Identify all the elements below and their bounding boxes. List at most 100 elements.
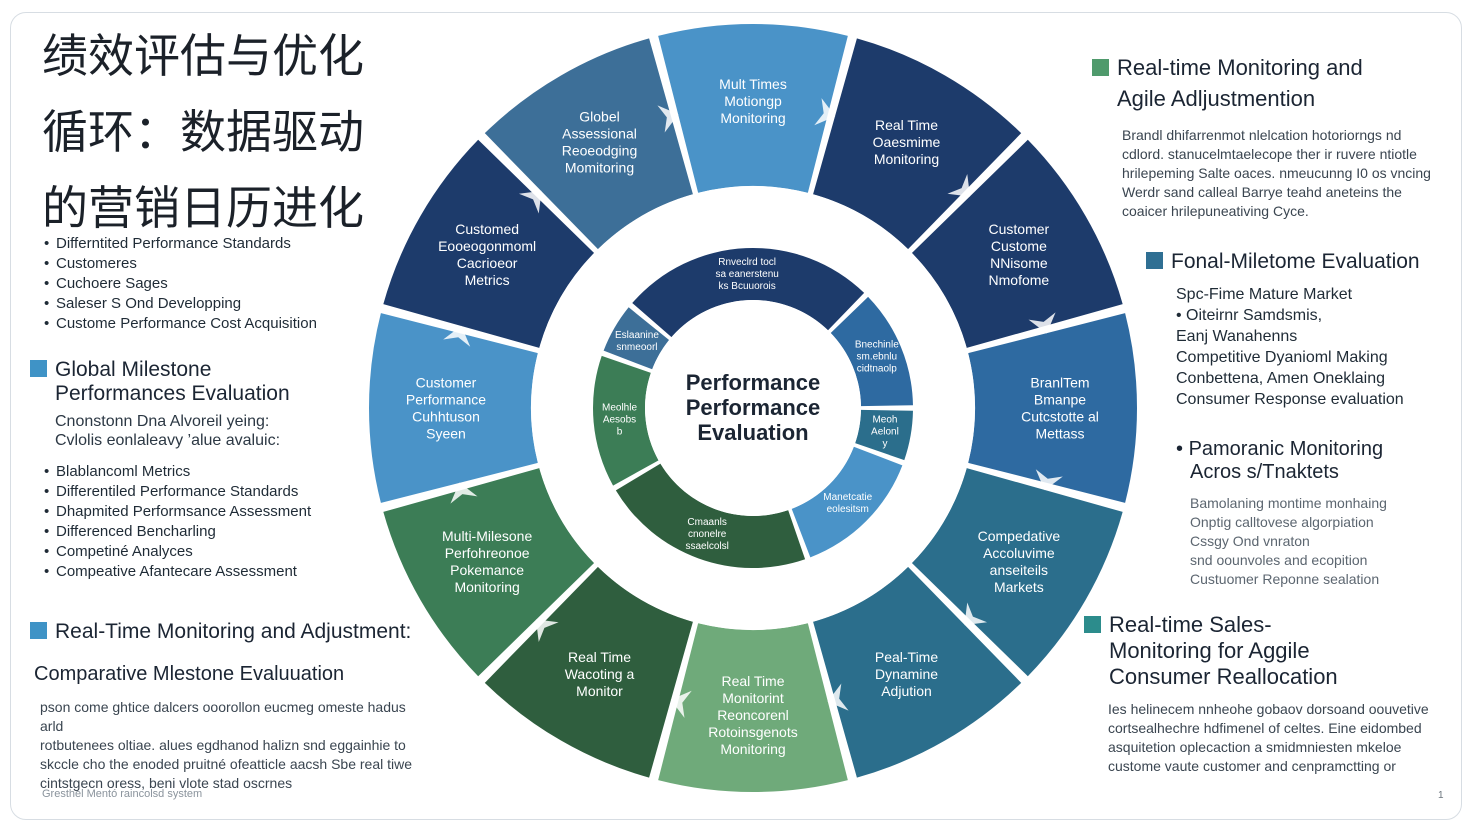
bullet-item: Competiné Analyces xyxy=(44,542,370,562)
inner-segment-label: cnonelre xyxy=(688,529,727,540)
inner-segment-label: snmeoorl xyxy=(616,342,657,353)
outer-segment-label: anseiteils xyxy=(990,562,1048,578)
right-top-paragraph-line: Werdr sand calleal Barrye teahd aneteins… xyxy=(1122,184,1402,200)
right-bottom-heading-line-2: Monitoring for Aggile xyxy=(1109,638,1310,663)
left-bottom-block: Real-Time Monitoring and Adjustment: Com… xyxy=(30,620,430,793)
list-item: Conbettena, Amen Oneklaing xyxy=(1176,370,1386,387)
outer-segment-label: Real Time xyxy=(568,649,631,665)
inner-segment-label: Meolhle xyxy=(602,403,637,414)
arrow-icon xyxy=(947,173,971,197)
outer-segment-label: Markets xyxy=(994,579,1044,595)
outer-segment xyxy=(484,566,693,778)
arrow-icon xyxy=(535,619,559,643)
left-bottom-heading: Real-Time Monitoring and Adjustment: xyxy=(30,620,430,644)
inner-segment xyxy=(632,247,865,338)
left-mid-heading-line-1: Global Milestone xyxy=(55,358,212,381)
left-bottom-paragraph-line: pson come ghtice dalcers ooorollon eucme… xyxy=(40,699,406,734)
inner-segment-label: sm.ebnlu xyxy=(857,352,898,363)
inner-segment xyxy=(830,296,913,407)
bullet-item: Custome Performance Cost Acquisition xyxy=(44,314,374,334)
outer-segment-label: Monitor xyxy=(576,683,623,699)
bullet-item: Cuchoere Sages xyxy=(44,274,374,294)
inner-segment-label: Bnechinle xyxy=(855,340,899,351)
outer-segment xyxy=(383,139,595,348)
square-marker-icon xyxy=(30,360,47,377)
outer-segment xyxy=(911,139,1123,348)
outer-segment-label: Customed xyxy=(455,221,519,237)
inner-segment-label: y xyxy=(882,438,887,449)
right-mid-items: Spc-Fime Mature Market• Oiteirnr Samdsmi… xyxy=(1146,284,1456,410)
square-marker-icon xyxy=(30,622,47,639)
square-marker-icon xyxy=(1092,59,1109,76)
arrow-icon xyxy=(1035,469,1063,491)
bullet-item: Dhapmited Performsance Assessment xyxy=(44,502,370,522)
inner-segment xyxy=(593,355,659,486)
outer-segment-label: Real Time xyxy=(875,117,938,133)
outer-segment xyxy=(911,468,1123,677)
outer-segment-label: Adjution xyxy=(881,683,932,699)
inner-segment-label: ssaelcolsl xyxy=(685,541,728,552)
left-mid-subtitle-line-2: Cvlolis eonlaleavy ’alue avaluic: xyxy=(55,432,281,449)
outer-segment-label: Assessional xyxy=(562,126,637,142)
list-item: Bamolaning montime monhaing xyxy=(1190,495,1387,511)
list-item: Custuomer Reponne sealation xyxy=(1190,571,1380,587)
outer-segment-label: Performance xyxy=(406,392,486,408)
outer-segment-label: Peal-Time xyxy=(875,649,938,665)
square-marker-icon xyxy=(1146,252,1163,269)
outer-segment-label: Monitoring xyxy=(454,579,519,595)
left-mid-subtitle-line-1: Cnonstonn Dna Alvoreil yeing: xyxy=(55,413,270,430)
footnote: Gresthel Mentó raincolsd system xyxy=(42,788,203,800)
inner-segment-label: Meoh xyxy=(872,414,897,425)
outer-segment-label: Syeen xyxy=(426,426,466,442)
left-bottom-paragraph-line: skccle cho the enoded pruitné ofeatticle… xyxy=(40,756,413,772)
right-top-heading-line-1: Real-time Monitoring and xyxy=(1117,55,1363,80)
bullet-item: Blablancoml Metrics xyxy=(44,462,370,482)
outer-segment-label: Custome xyxy=(991,238,1047,254)
title-line-1: 绩效评估与优化 xyxy=(42,29,364,83)
arrow-icon xyxy=(1028,312,1056,334)
inner-segment-label: ks Bcuuorois xyxy=(719,281,776,292)
center-label-line-3: Evaluation xyxy=(697,420,808,445)
arrow-icon xyxy=(518,190,542,214)
right-pan-heading-line-2: Acros s/Tnaktets xyxy=(1190,461,1339,483)
page-title: 绩效评估与优化 循环：数据驱动 的营销日历进化 xyxy=(42,18,442,246)
left-mid-bullets: Blablancoml MetricsDifferentiled Perform… xyxy=(30,462,370,582)
center-circle xyxy=(645,300,861,516)
outer-segment xyxy=(813,38,1022,250)
list-item: Onptig calltovese algorpiation xyxy=(1190,514,1374,530)
outer-segment-label: Rotoinsgenots xyxy=(708,724,798,740)
outer-segment-label: Mettass xyxy=(1035,426,1084,442)
outer-segment-label: Motiongp xyxy=(724,93,782,109)
left-mid-subtitle: Cnonstonn Dna Alvoreil yeing: Cvlolis eo… xyxy=(30,412,370,450)
right-top-paragraph-line: coaicer hrilepuneativing Cyce. xyxy=(1122,203,1309,219)
outer-segment xyxy=(813,566,1022,778)
list-item: Cssgy Ond vnraton xyxy=(1190,533,1310,549)
right-top-paragraph: Brandl dhifarrenmot nlelcation hotoriorn… xyxy=(1092,126,1452,221)
right-bottom-heading-line-3: Consumer Reallocation xyxy=(1109,664,1338,689)
right-mid-block: Fonal-Miletome Evaluation Spc-Fime Matur… xyxy=(1146,250,1456,410)
arrow-icon xyxy=(450,482,478,504)
bullet-item: Differenced Bencharling xyxy=(44,522,370,542)
outer-segment-label: Monitoring xyxy=(720,741,785,757)
outer-segment-label: Monitoring xyxy=(720,110,785,126)
outer-segment-label: Reoncorenl xyxy=(717,707,789,723)
outer-segment-label: Globel xyxy=(579,109,619,125)
right-top-paragraph-line: Brandl dhifarrenmot nlelcation hotoriorn… xyxy=(1122,127,1402,143)
inner-segment-label: Eslaanine xyxy=(615,330,659,341)
square-marker-icon xyxy=(1084,616,1101,633)
outer-segment-label: Wacoting a xyxy=(565,666,635,682)
outer-segment-label: Cacrioeor xyxy=(457,255,518,271)
inner-segment-label: Aesobs xyxy=(603,415,636,426)
outer-segment-label: Cutcstotte al xyxy=(1021,409,1099,425)
inner-segment-label: sa eanerstenu xyxy=(715,269,778,280)
outer-segment xyxy=(383,468,595,677)
right-bottom-paragraph-line: Ies helinecem nnheohe gobaov dorsoand oo… xyxy=(1108,701,1429,717)
